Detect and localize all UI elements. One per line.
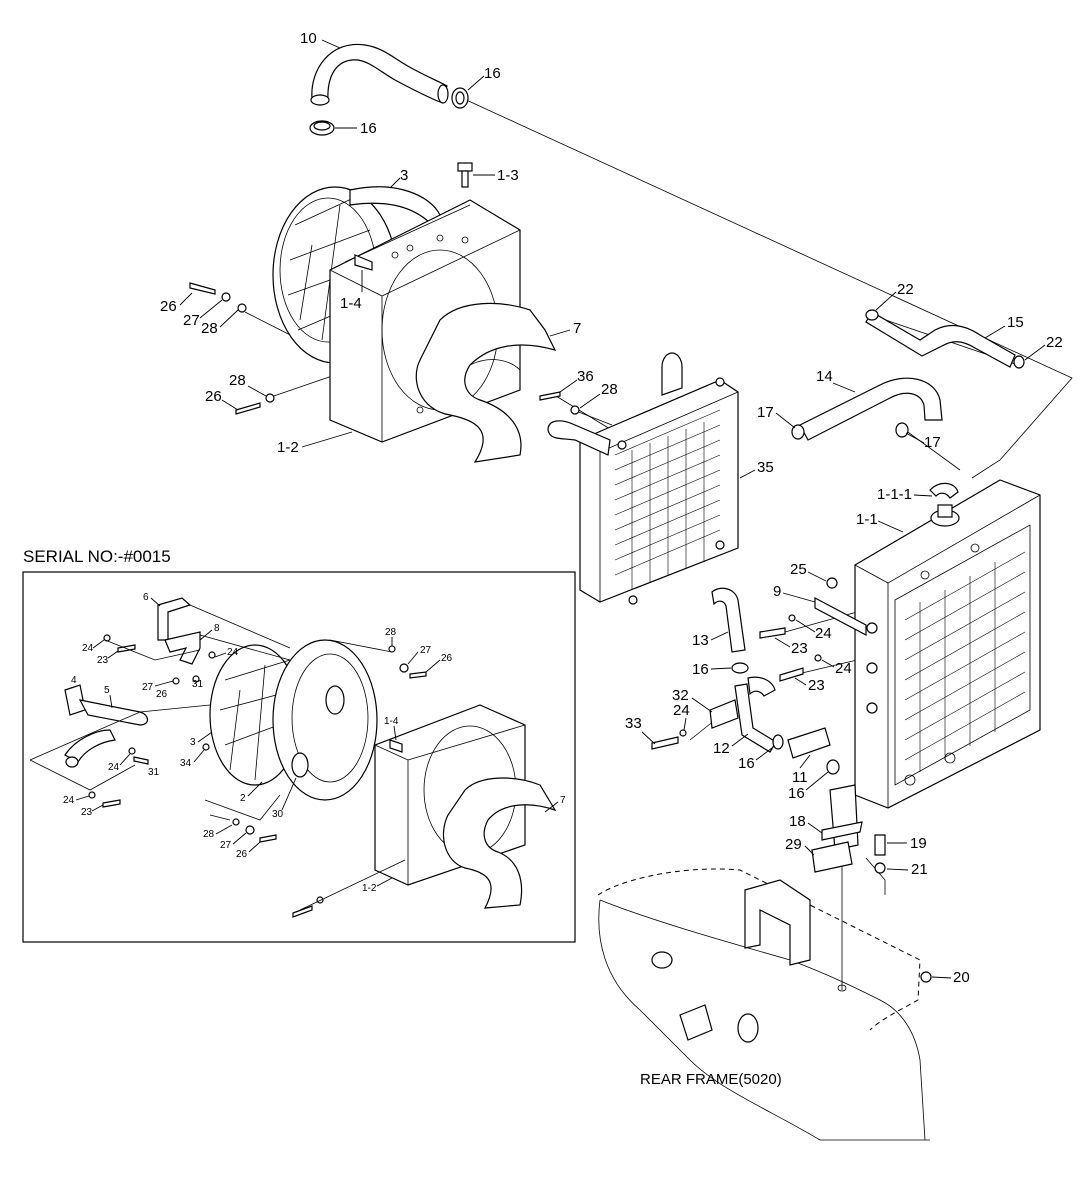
inset-callout-24-c: 24 xyxy=(108,762,120,773)
mount-18 xyxy=(811,784,886,874)
radiator-1-1 xyxy=(854,479,1041,809)
inset-callout-26-b: 26 xyxy=(441,653,453,664)
callout-17-b: 17 xyxy=(924,434,941,451)
hose-13 xyxy=(711,587,746,653)
callout-9: 9 xyxy=(773,583,781,600)
callout-1-4: 1-4 xyxy=(340,295,362,312)
callout-28-a: 28 xyxy=(201,320,218,337)
clamp-16-a xyxy=(731,662,749,674)
callout-28-c: 28 xyxy=(601,381,618,398)
inset-callout-28-b: 28 xyxy=(203,829,215,840)
callout-19: 19 xyxy=(910,835,927,852)
hose-11 xyxy=(787,727,831,759)
fasteners-main xyxy=(189,282,580,415)
inset-callout-23-a: 23 xyxy=(97,655,109,666)
callout-28-b: 28 xyxy=(229,372,246,389)
callout-17-a: 17 xyxy=(757,404,774,421)
callout-1-1-1: 1-1-1 xyxy=(877,486,912,503)
clamp-16-c xyxy=(826,759,840,775)
callouts-inset: 6 8 24 23 24 4 5 27 26 31 3 34 24 31 24 … xyxy=(63,592,566,894)
callout-35: 35 xyxy=(757,459,774,476)
inset-callout-7: 7 xyxy=(560,795,566,806)
callout-24-a: 24 xyxy=(815,625,832,642)
inset-callout-8: 8 xyxy=(214,623,220,634)
inset-callout-27-a: 27 xyxy=(142,682,154,693)
callout-10: 10 xyxy=(300,30,317,47)
callouts-main: 10 16 16 3 1-3 26 27 28 1-4 7 28 26 1-2 … xyxy=(160,30,1063,986)
inset-callout-2: 2 xyxy=(240,793,246,804)
inset-callout-1-4: 1-4 xyxy=(384,716,399,727)
callout-14: 14 xyxy=(816,368,833,385)
inset-callout-24-b: 24 xyxy=(227,647,239,658)
serial-inset xyxy=(22,571,576,943)
hose-14 xyxy=(791,377,943,441)
clamp-16-b xyxy=(772,734,784,750)
callout-27-a: 27 xyxy=(183,312,200,329)
inset-callout-4: 4 xyxy=(71,675,77,686)
callout-26-a: 26 xyxy=(160,298,177,315)
bracket-9 xyxy=(759,577,867,682)
inset-callout-3: 3 xyxy=(190,737,196,748)
inset-callout-5: 5 xyxy=(104,685,110,696)
callout-16-e: 16 xyxy=(788,785,805,802)
inset-callout-26-c: 26 xyxy=(236,849,248,860)
clamp-16-top xyxy=(451,87,469,109)
callout-3: 3 xyxy=(400,167,408,184)
callout-16-a: 16 xyxy=(484,65,501,82)
callout-22-a: 22 xyxy=(897,281,914,298)
rear-frame-label: REAR FRAME(5020) xyxy=(640,1071,782,1088)
callout-16-d: 16 xyxy=(738,755,755,772)
callout-7: 7 xyxy=(573,320,581,337)
callout-23-a: 23 xyxy=(791,640,808,657)
inset-callout-31-b: 31 xyxy=(148,767,160,778)
callout-21: 21 xyxy=(911,861,928,878)
callout-1-3: 1-3 xyxy=(497,167,519,184)
callout-16-b: 16 xyxy=(360,120,377,137)
bracket-32 xyxy=(651,699,739,750)
inset-callout-31-a: 31 xyxy=(192,679,204,690)
callout-1-1: 1-1 xyxy=(856,511,878,528)
inset-callout-34: 34 xyxy=(180,758,192,769)
shroud-1-2 xyxy=(329,199,521,443)
guard-7 xyxy=(415,302,557,463)
callout-23-b: 23 xyxy=(808,677,825,694)
inset-callout-27-c: 27 xyxy=(220,840,232,851)
inset-callout-24-a: 24 xyxy=(82,643,94,654)
callout-11: 11 xyxy=(792,769,808,786)
inset-callout-30: 30 xyxy=(272,809,284,820)
serial-note: SERIAL NO:-#0015 xyxy=(23,547,171,566)
clamp-16-lower xyxy=(309,120,335,136)
inset-callout-26-a: 26 xyxy=(156,689,168,700)
callout-25: 25 xyxy=(790,561,807,578)
callout-36: 36 xyxy=(577,368,594,385)
callout-29: 29 xyxy=(785,836,802,853)
inset-callout-27-b: 27 xyxy=(420,645,432,656)
callout-15: 15 xyxy=(1007,314,1024,331)
inset-callout-28-a: 28 xyxy=(385,627,397,638)
bolt-1-3 xyxy=(457,162,473,188)
callout-32: 32 xyxy=(672,687,689,704)
inset-callout-24-d: 24 xyxy=(63,795,75,806)
hose-12 xyxy=(734,676,777,753)
hose-10 xyxy=(310,43,449,106)
callout-18: 18 xyxy=(789,813,806,830)
inset-callout-6: 6 xyxy=(143,592,149,603)
callout-22-b: 22 xyxy=(1046,334,1063,351)
callout-26-b: 26 xyxy=(205,388,222,405)
callout-16-c: 16 xyxy=(692,661,709,678)
callout-1-2: 1-2 xyxy=(277,439,299,456)
callout-20: 20 xyxy=(953,969,970,986)
callout-33: 33 xyxy=(625,715,642,732)
rear-frame xyxy=(597,868,932,1141)
callout-13: 13 xyxy=(692,632,709,649)
inset-callout-23-b: 23 xyxy=(81,807,93,818)
callout-12: 12 xyxy=(713,740,730,757)
callout-24-c: 24 xyxy=(673,702,690,719)
hose-15 xyxy=(865,309,1025,369)
callout-24-b: 24 xyxy=(835,660,852,677)
inset-callout-1-2: 1-2 xyxy=(362,883,377,894)
intercooler-35 xyxy=(547,352,739,605)
